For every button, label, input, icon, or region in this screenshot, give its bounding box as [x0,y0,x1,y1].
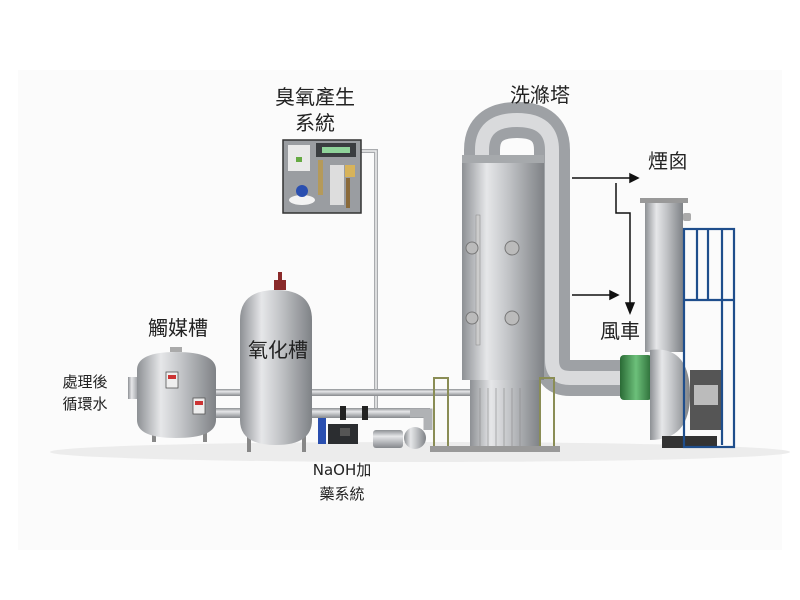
naoh-dosing-pump [318,418,358,444]
label-oxidation-tank: 氧化槽 [248,338,308,362]
oxidation-tank [240,272,312,452]
label-fan: 風車 [600,319,640,343]
scrubber-tower [430,155,560,452]
ozone-feed-pipe [361,149,378,410]
label-chimney: 煙囪 [648,149,688,173]
label-naoh-line2: 藥系統 [319,485,365,503]
label-catalyst-tank: 觸媒槽 [148,316,208,340]
label-ozone-system-line2: 系統 [295,111,335,135]
process-pipes [128,377,470,430]
label-scrubber-tower: 洗滌塔 [510,83,570,107]
label-ozone-system-line1: 臭氧產生 [275,85,355,109]
fan-frame [682,227,736,449]
catalyst-tank [137,347,216,442]
exhaust-fan [650,349,722,448]
label-naoh-line1: NaOH加 [312,461,372,479]
chimney-stack [640,198,691,352]
scrubber-duct [464,101,622,396]
circulation-pump [373,427,426,449]
label-treated-water-line2: 循環水 [62,395,108,413]
label-treated-water-line1: 處理後 [62,373,108,391]
ozone-generator [282,139,362,214]
flexible-connector [620,355,652,400]
flow-arrows [572,172,640,316]
